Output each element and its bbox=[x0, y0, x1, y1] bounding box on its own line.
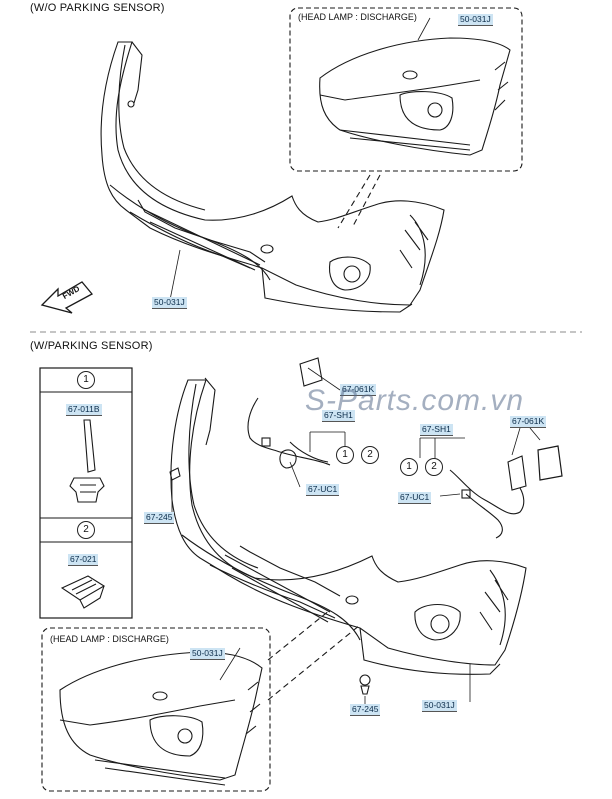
watermark: S-Parts.com.vn bbox=[305, 384, 525, 417]
section-title-without-sensor: (W/O PARKING SENSOR) bbox=[30, 2, 165, 14]
part-label-inset-top[interactable]: 50-031J bbox=[458, 14, 493, 26]
inset-title-top: (HEAD LAMP : DISCHARGE) bbox=[298, 12, 417, 22]
legend-part-2[interactable]: 67-021 bbox=[68, 554, 99, 566]
part-label-connector-left[interactable]: 67-UC1 bbox=[306, 484, 340, 496]
part-label-connector-right[interactable]: 67-UC1 bbox=[398, 492, 432, 504]
part-label-inset-bottom[interactable]: 50-031J bbox=[190, 648, 225, 660]
part-label-bumper-bottom[interactable]: 50-031J bbox=[422, 700, 457, 712]
legend-part-1[interactable]: 67-011B bbox=[66, 404, 102, 416]
part-label-sensor-kit-right[interactable]: 67-061K bbox=[510, 416, 547, 428]
part-label-harness-left[interactable]: 67-SH1 bbox=[322, 410, 355, 422]
front-bumper-bottom-drawing bbox=[169, 357, 563, 695]
legend-number-1: 1 bbox=[77, 371, 95, 389]
inset-box-top bbox=[289, 7, 523, 172]
inset-box-bottom bbox=[41, 627, 271, 792]
fwd-arrow-icon bbox=[40, 281, 94, 314]
legend-table bbox=[39, 367, 133, 619]
inset-bumper-bottom-drawing bbox=[59, 651, 263, 786]
part-label-bumper-top[interactable]: 50-031J bbox=[152, 297, 187, 309]
legend-number-2: 2 bbox=[77, 521, 95, 539]
callout-2-right: 2 bbox=[425, 458, 443, 476]
part-label-clip-left[interactable]: 67-245 bbox=[144, 512, 175, 524]
callout-1-left: 1 bbox=[336, 446, 354, 464]
callout-2-left: 2 bbox=[361, 446, 379, 464]
callout-1-right: 1 bbox=[400, 458, 418, 476]
inset-bumper-top-drawing bbox=[319, 37, 511, 156]
section-title-with-sensor: (W/PARKING SENSOR) bbox=[30, 340, 153, 352]
part-label-harness-right[interactable]: 67-SH1 bbox=[420, 424, 453, 436]
inset-title-bottom: (HEAD LAMP : DISCHARGE) bbox=[50, 634, 169, 644]
front-bumper-top-drawing bbox=[100, 41, 445, 313]
part-label-sensor-kit-top[interactable]: 67-061K bbox=[340, 384, 377, 396]
part-label-clip-bottom[interactable]: 67-245 bbox=[350, 704, 381, 716]
